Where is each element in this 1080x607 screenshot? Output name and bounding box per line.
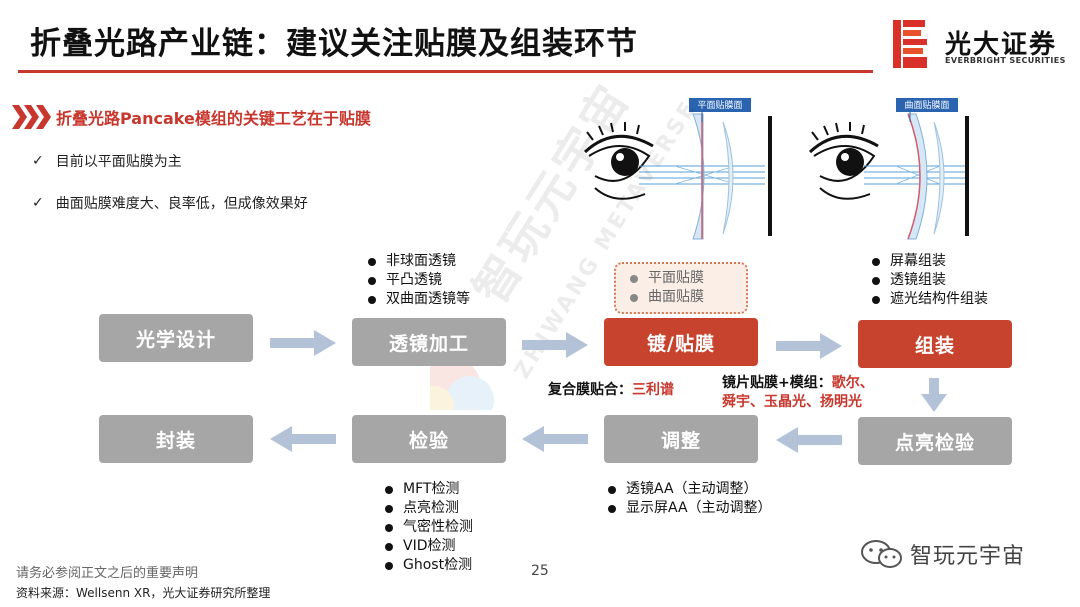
logo-chinese-text: 光大证券 xyxy=(945,30,1058,60)
flow-step-assembly: 组装 xyxy=(858,320,1012,368)
flow-step-inspection: 检验 xyxy=(352,415,506,463)
bullet-icon xyxy=(385,504,393,513)
list-item: 曲面贴膜 xyxy=(630,288,746,307)
composite-film-note: 复合膜贴合：三利谱 xyxy=(548,382,674,398)
flow-step-packaging: 封装 xyxy=(99,415,253,463)
disclaimer-text: 请务必参阅正文之后的重要声明 xyxy=(16,566,199,581)
logo-english-text: EVERBRIGHT SECURITIES xyxy=(945,56,1066,65)
list-item: 气密性检测 xyxy=(385,518,473,537)
check-item: ✓ 曲面贴膜难度大、良率低，但成像效果好 xyxy=(32,193,308,213)
wechat-icon xyxy=(861,540,902,568)
bullet-icon xyxy=(872,295,880,304)
curved-film-diagram xyxy=(808,98,969,240)
bullet-icon xyxy=(385,561,393,570)
list-item: 点亮检测 xyxy=(385,499,473,518)
arrow-down-icon xyxy=(921,378,947,412)
triple-chevron-icon xyxy=(12,105,51,129)
lens-types-list: 非球面透镜 平凸透镜 双曲面透镜等 xyxy=(368,252,470,309)
source-text: 资料来源：Wellsenn XR，光大证券研究所整理 xyxy=(16,586,271,600)
check-item-text: 曲面贴膜难度大、良率低，但成像效果好 xyxy=(55,196,308,212)
arrow-right-icon xyxy=(776,333,842,359)
everbright-logo-icon xyxy=(893,20,927,68)
bullet-icon xyxy=(608,504,616,513)
bullet-icon xyxy=(872,257,880,266)
list-item: 双曲面透镜等 xyxy=(368,290,470,309)
wechat-account-name: 智玩元宇宙 xyxy=(910,544,1026,569)
page-number: 25 xyxy=(531,563,549,579)
bullet-icon xyxy=(368,257,376,266)
brand-logo: 光大证券 EVERBRIGHT SECURITIES xyxy=(893,20,1066,70)
bullet-icon xyxy=(872,276,880,285)
list-item: Ghost检测 xyxy=(385,556,473,575)
arrow-left-icon xyxy=(522,426,588,452)
list-item: 透镜AA（主动调整） xyxy=(608,480,772,499)
flow-step-adjustment: 调整 xyxy=(604,415,758,463)
list-item: 平面贴膜 xyxy=(630,269,746,288)
inspection-list: MFT检测 点亮检测 气密性检测 VID检测 Ghost检测 xyxy=(385,480,473,575)
check-item-text: 目前以平面贴膜为主 xyxy=(55,154,182,170)
list-item: 非球面透镜 xyxy=(368,252,470,271)
list-item: 显示屏AA（主动调整） xyxy=(608,499,772,518)
title-divider xyxy=(18,70,873,73)
bullet-icon xyxy=(630,293,638,302)
bullet-icon xyxy=(368,276,376,285)
flow-step-lens-processing: 透镜加工 xyxy=(352,318,506,366)
film-types-list: 平面贴膜 曲面贴膜 xyxy=(630,269,746,307)
list-item: VID检测 xyxy=(385,537,473,556)
check-item: ✓ 目前以平面贴膜为主 xyxy=(32,151,182,171)
adjust-list: 透镜AA（主动调整） 显示屏AA（主动调整） xyxy=(608,480,772,518)
list-item: 屏幕组装 xyxy=(872,252,988,271)
page-title: 折叠光路产业链：建议关注贴膜及组装环节 xyxy=(30,26,638,62)
bullet-icon xyxy=(385,485,393,494)
arrow-right-icon xyxy=(522,332,588,358)
module-suppliers-note: 镜片贴膜+模组：歌尔、 舜宇、玉晶光、扬明光 xyxy=(722,375,874,410)
section-subheading: 折叠光路Pancake模组的关键工艺在于贴膜 xyxy=(12,104,371,130)
arrow-right-icon xyxy=(270,330,336,356)
list-item: 透镜组装 xyxy=(872,271,988,290)
subheading-text: 折叠光路Pancake模组的关键工艺在于贴膜 xyxy=(56,109,371,128)
curved-film-label: 曲面贴膜面 xyxy=(904,101,950,111)
bullet-icon xyxy=(630,274,638,283)
assembly-list: 屏幕组装 透镜组装 遮光结构件组装 xyxy=(872,252,988,309)
bullet-icon xyxy=(368,295,376,304)
list-item: MFT检测 xyxy=(385,480,473,499)
list-item: 遮光结构件组装 xyxy=(872,290,988,309)
arrow-left-icon xyxy=(776,427,842,453)
bullet-icon xyxy=(608,485,616,494)
flow-step-coating: 镀/贴膜 xyxy=(604,318,758,366)
flat-film-diagram xyxy=(583,98,772,240)
check-icon: ✓ xyxy=(32,195,44,211)
arrow-left-icon xyxy=(270,426,336,452)
film-types-box: 平面贴膜 曲面贴膜 xyxy=(614,262,748,314)
flow-step-optical-design: 光学设计 xyxy=(99,314,253,362)
flat-film-label: 平面贴膜面 xyxy=(697,101,743,111)
check-icon: ✓ xyxy=(32,153,44,169)
wechat-account: 智玩元宇宙 xyxy=(860,538,1025,570)
list-item: 平凸透镜 xyxy=(368,271,470,290)
bullet-icon xyxy=(385,542,393,551)
bullet-icon xyxy=(385,523,393,532)
flow-step-light-test: 点亮检验 xyxy=(858,417,1012,465)
